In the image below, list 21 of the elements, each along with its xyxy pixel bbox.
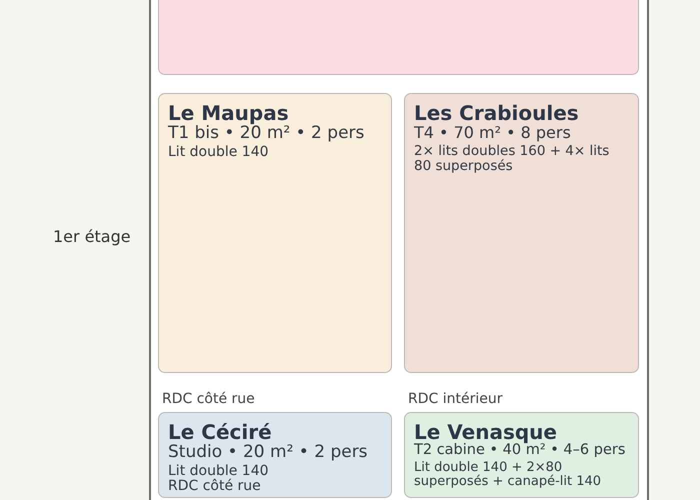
room-name: Le Maupas <box>168 102 290 124</box>
room-name: Les Crabioules <box>414 102 580 124</box>
room-summary: T2 cabine • 40 m² • 4–6 pers <box>414 443 626 460</box>
room-details: 2× lits doubles 160 + 4× lits 80 superposés <box>414 144 610 174</box>
room-summary: Studio • 20 m² • 2 pers <box>168 443 369 462</box>
floor-label: RDC côté rue <box>162 391 255 408</box>
floor-label: 1er étage <box>53 227 131 246</box>
room-card <box>404 93 639 373</box>
room-card <box>158 0 639 75</box>
room-card <box>158 93 392 373</box>
floor-label: RDC intérieur <box>408 391 502 408</box>
room-name: Le Céciré <box>168 421 273 444</box>
room-details: Lit double 140 + 2×80 superposés + canapé-lit 140 <box>414 461 602 490</box>
room-details: Lit double 140 <box>168 145 270 160</box>
room-name: Le Venasque <box>414 421 558 444</box>
room-summary: T4 • 70 m² • 8 pers <box>414 124 572 142</box>
room-details: RDC côté rue <box>168 479 262 494</box>
room-card <box>404 412 639 498</box>
room-card <box>158 412 392 498</box>
room-details: Lit double 140 <box>168 464 270 480</box>
room-summary: T1 bis • 20 m² • 2 pers <box>168 124 366 144</box>
